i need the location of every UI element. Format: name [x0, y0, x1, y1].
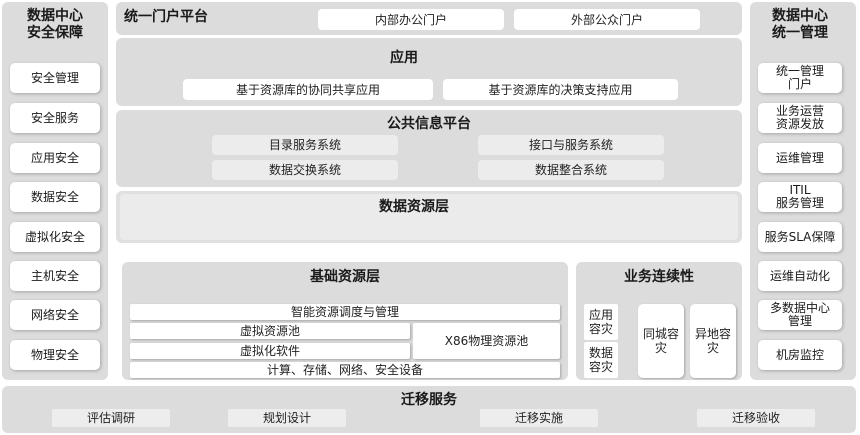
application-item-collab: 基于资源库的协同共享应用	[183, 79, 433, 100]
public-platform-item-integration: 数据整合系统	[478, 160, 664, 180]
management-item: 运维管理	[758, 143, 842, 173]
application-title: 应用	[390, 50, 418, 66]
same-city-dr-box: 同城容 灾	[638, 304, 684, 378]
application-item-decision: 基于资源库的决策支持应用	[443, 79, 678, 100]
migration-item-plan: 规划设计	[228, 409, 346, 427]
portal-title: 统一门户平台	[124, 9, 208, 25]
infrastructure-title: 基础资源层	[310, 269, 380, 285]
public-platform-item-exchange: 数据交换系统	[212, 160, 398, 180]
security-item: 安全管理	[10, 63, 100, 93]
scheduling-box: 智能资源调度与管理	[130, 304, 560, 320]
x86-pool-box: X86物理资源池	[413, 323, 560, 359]
security-item: 网络安全	[10, 300, 100, 330]
migration-title: 迁移服务	[401, 392, 457, 408]
management-item: 机房监控	[758, 340, 842, 370]
public-platform-item-catalog: 目录服务系统	[212, 135, 398, 155]
migration-item-implement: 迁移实施	[480, 409, 598, 427]
public-platform-title: 公共信息平台	[387, 116, 471, 132]
security-item: 主机安全	[10, 261, 100, 291]
data-layer-inner	[120, 194, 738, 240]
data-dr-box: 数据 容灾	[584, 342, 618, 378]
virtual-pool-box: 虚拟资源池	[130, 323, 410, 339]
right-column-title: 数据中心 统一管理	[772, 8, 828, 41]
management-item: 多数据中心 管理	[758, 300, 842, 330]
security-item: 数据安全	[10, 182, 100, 212]
left-column-title: 数据中心 安全保障	[27, 8, 83, 41]
security-item: 安全服务	[10, 103, 100, 133]
infrastructure-panel	[122, 262, 568, 380]
migration-item-assess: 评估调研	[52, 409, 170, 427]
devices-box: 计算、存储、网络、安全设备	[130, 362, 560, 378]
migration-item-accept: 迁移验收	[697, 409, 815, 427]
external-portal-box: 外部公众门户	[514, 9, 700, 30]
management-item: 业务运营 资源发放	[758, 103, 842, 133]
virtual-software-box: 虚拟化软件	[130, 343, 410, 359]
management-item: 服务SLA保障	[758, 222, 842, 252]
security-item: 应用安全	[10, 143, 100, 173]
management-item: 统一管理 门户	[758, 63, 842, 93]
data-layer-title: 数据资源层	[379, 199, 449, 215]
management-item: 运维自动化	[758, 261, 842, 291]
remote-dr-box: 异地容 灾	[690, 304, 736, 378]
continuity-title: 业务连续性	[624, 269, 694, 285]
app-dr-box: 应用 容灾	[584, 304, 618, 340]
management-item: ITIL 服务管理	[758, 182, 842, 212]
internal-portal-box: 内部办公门户	[318, 9, 504, 30]
public-platform-item-interface: 接口与服务系统	[478, 135, 664, 155]
security-item: 物理安全	[10, 340, 100, 370]
security-item: 虚拟化安全	[10, 222, 100, 252]
